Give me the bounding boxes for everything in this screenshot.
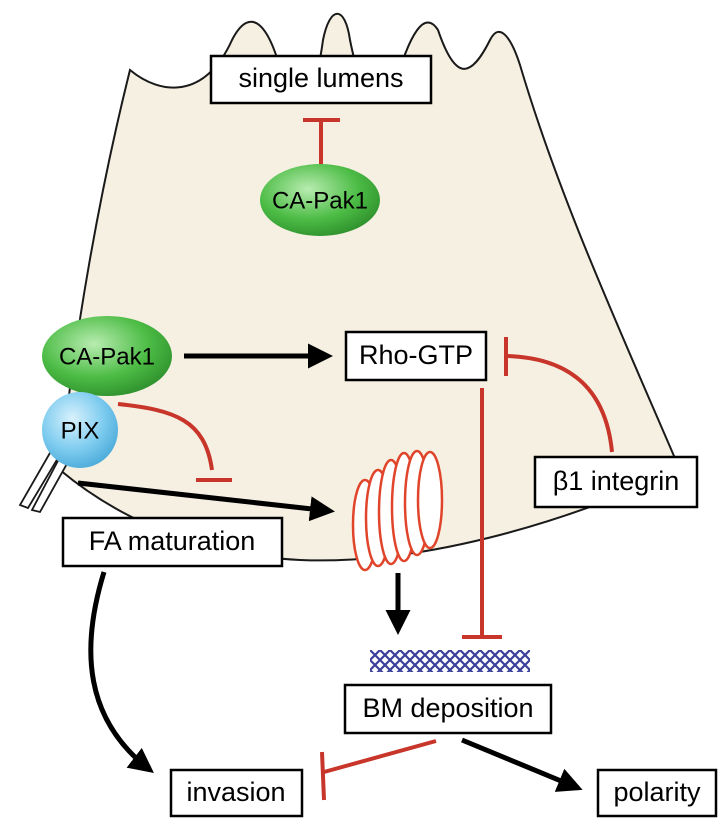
polarity-node: polarity — [596, 768, 718, 818]
inhibit-integrin-rho — [504, 337, 614, 453]
arrow-bm-to-polarity — [461, 737, 583, 792]
b1-integrin-node: β1 integrin — [533, 455, 699, 509]
b1-integrin-label: β1 integrin — [553, 466, 680, 496]
ca-pak1-left-label: CA-Pak1 — [59, 343, 155, 370]
inhibit-rho-bm — [462, 388, 502, 639]
bm-deposition-label: BM deposition — [362, 693, 533, 723]
arrow-fa-to-integrin — [77, 480, 335, 522]
fa-maturation-label: FA maturation — [89, 526, 256, 556]
single-lumens-label: single lumens — [238, 63, 403, 93]
pix-label: PIX — [61, 417, 100, 444]
cell-membrane — [58, 12, 682, 562]
rho-gtp-node: Rho-GTP — [344, 330, 488, 382]
inhibit-pix-fa — [117, 402, 232, 482]
rho-gtp-label: Rho-GTP — [359, 340, 473, 370]
inhibit-pak1-lumens — [303, 118, 340, 168]
pix-node: PIX — [42, 392, 118, 468]
ca-pak1-top: CA-Pak1 — [260, 164, 380, 236]
fa-maturation-node: FA maturation — [61, 516, 284, 568]
invasion-node: invasion — [169, 768, 304, 818]
inhibit-bm-invasion — [320, 739, 437, 801]
basement-membrane-mesh-icon — [370, 650, 530, 672]
arrow-fa-to-invasion — [88, 571, 154, 774]
ca-pak1-left: CA-Pak1 — [42, 316, 172, 396]
single-lumens-node: single lumens — [209, 54, 433, 105]
polarity-label: polarity — [613, 777, 701, 807]
invasion-label: invasion — [186, 777, 285, 807]
ca-pak1-top-label: CA-Pak1 — [272, 187, 368, 214]
integrin-coil-icon — [351, 449, 444, 572]
bm-deposition-node: BM deposition — [343, 683, 553, 735]
